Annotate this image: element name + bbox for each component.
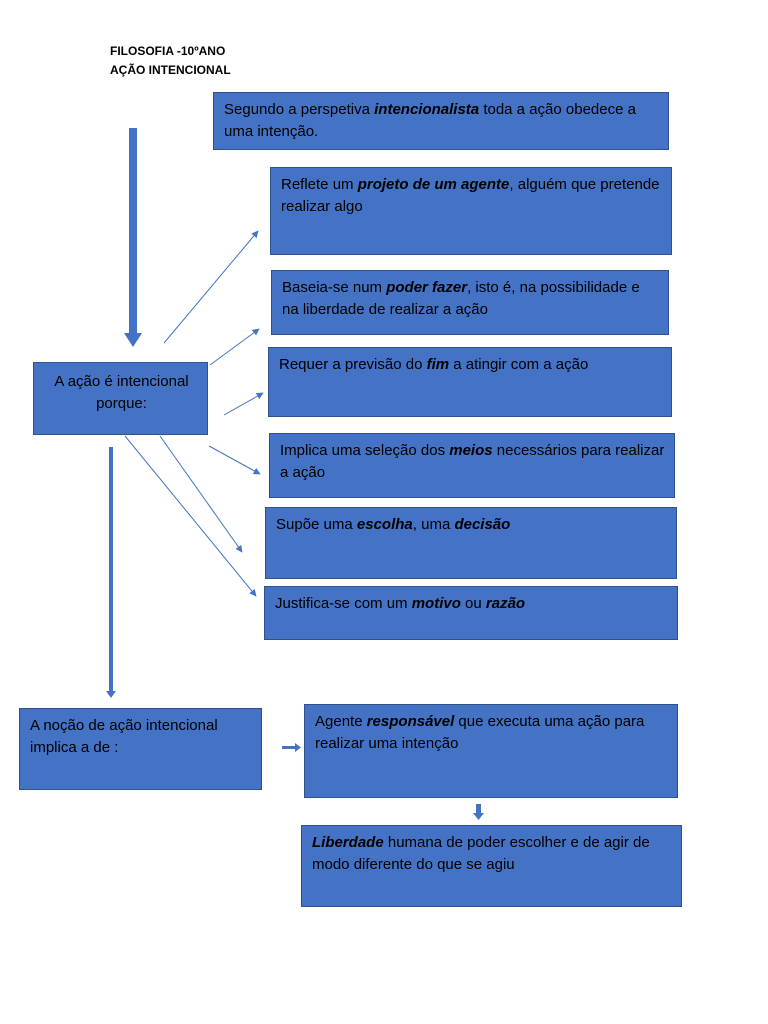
implication-box: A noção de ação intencional implica a de… (19, 708, 262, 790)
text-run: Supõe uma (276, 516, 357, 533)
text-run: humana de poder escolher e de agir de mo… (312, 834, 650, 873)
text-run: , alguém que pretende realizar algo (281, 176, 660, 215)
header-subject: FILOSOFIA -10ºANO (110, 44, 226, 58)
emphasis-text: meios (449, 442, 493, 459)
emphasis-text: Liberdade (312, 834, 384, 851)
text-run: ou (460, 595, 486, 612)
text-run: necessários para realizar a ação (280, 442, 665, 481)
arrow-to-means (208, 445, 261, 475)
emphasis-text: decisão (454, 516, 511, 533)
text-run: a atingir com a ação (449, 356, 589, 373)
text-run: Implica uma seleção dos (280, 442, 450, 459)
long-down-arrow (106, 447, 116, 698)
arrow-to-motive (124, 435, 257, 597)
reason-box-project: Reflete um projeto de um agente, alguém … (270, 167, 672, 255)
text-run: Reflete um (281, 176, 358, 193)
text-run: Justifica-se com um (275, 595, 412, 612)
text-run: , isto é, na possibilidade e na liberdad… (282, 279, 640, 318)
text-run: Requer a previsão do (279, 356, 427, 373)
emphasis-text: poder fazer (386, 279, 468, 296)
emphasis-text: intencionalista (374, 101, 480, 118)
thick-down-arrow (124, 128, 142, 347)
text-run: Agente (315, 713, 367, 730)
small-right-arrow (282, 743, 301, 752)
agent-box: Agente responsável que executa uma ação … (304, 704, 678, 798)
center-box: A ação é intencional porque: (33, 362, 208, 435)
small-down-arrow (473, 804, 484, 820)
freedom-box: Liberdade humana de poder escolher e de … (301, 825, 682, 907)
emphasis-text: responsável (366, 713, 455, 730)
text-run: Baseia-se num (282, 279, 387, 296)
emphasis-text: razão (485, 595, 526, 612)
document-header: FILOSOFIA -10ºANO AÇÃO INTENCIONAL (110, 42, 231, 80)
reason-box-power: Baseia-se num poder fazer, isto é, na po… (271, 270, 669, 335)
reason-box-means: Implica uma seleção dos meios necessário… (269, 433, 675, 498)
text-run: toda a ação obedece a uma intenção. (224, 101, 636, 140)
intro-box: Segundo a perspetiva intencionalista tod… (213, 92, 669, 150)
emphasis-text: escolha (356, 516, 413, 533)
text-run: Segundo a perspetiva (224, 101, 375, 118)
reason-box-choice: Supõe uma escolha, uma decisão (265, 507, 677, 579)
header-topic: AÇÃO INTENCIONAL (110, 63, 231, 77)
reason-box-motive: Justifica-se com um motivo ou razão (264, 586, 678, 640)
arrow-to-project (163, 230, 259, 344)
arrow-to-choice (159, 435, 243, 553)
text-run: que executa uma ação para realizar uma i… (315, 713, 645, 752)
emphasis-text: motivo (411, 595, 461, 612)
emphasis-text: fim (426, 356, 450, 373)
reason-box-end: Requer a previsão do fim a atingir com a… (268, 347, 672, 417)
arrow-to-end (223, 392, 264, 416)
emphasis-text: projeto de um agente (357, 176, 510, 193)
text-run: , uma (412, 516, 455, 533)
arrow-to-power (209, 328, 260, 366)
